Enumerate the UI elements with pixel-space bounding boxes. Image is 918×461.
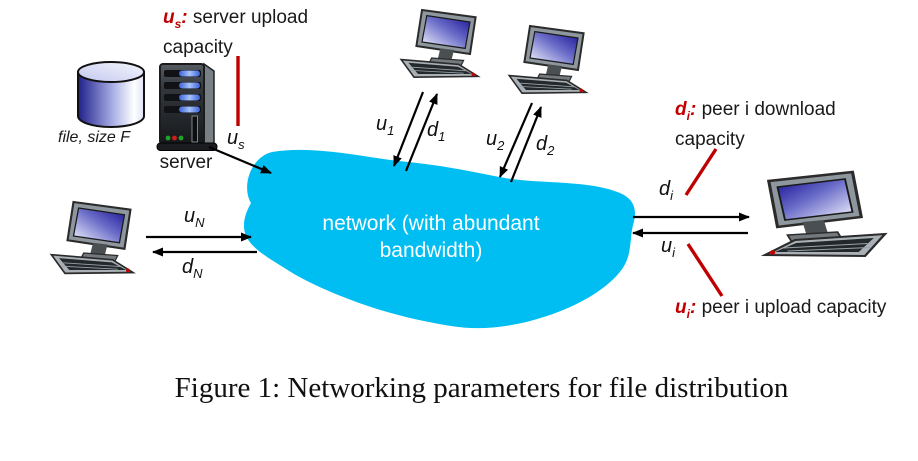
- us-term-base: u: [163, 7, 175, 28]
- di-term-base: d: [675, 99, 687, 120]
- server-label: server: [159, 152, 213, 173]
- ui-term-sub: i: [686, 306, 690, 321]
- ui-base: u: [661, 235, 673, 257]
- u1-base: u: [376, 113, 388, 135]
- file-label: file, size F: [58, 129, 131, 146]
- d2-sub: 2: [547, 143, 555, 158]
- us-term-colon: :: [181, 7, 188, 28]
- d1-base: d: [427, 119, 439, 141]
- peer-download-note: di: peer i download capacity: [675, 98, 865, 152]
- d1-sub: 1: [438, 129, 446, 144]
- red-callout-lines: [236, 56, 724, 297]
- peer2-desktop-computer-icon: [508, 24, 588, 95]
- us-term: us:: [163, 7, 188, 31]
- di-pointer-line: [684, 148, 718, 196]
- u2-sub: 2: [497, 138, 505, 153]
- database-cylinder-icon: [77, 61, 145, 128]
- edge-label-di: di: [659, 179, 673, 206]
- arrow-d2: [509, 106, 543, 183]
- server-drive-bays: [164, 70, 201, 113]
- ui-pointer-line: [686, 243, 724, 297]
- di-term-colon: :: [689, 99, 697, 120]
- us-term-sub: s: [174, 16, 182, 31]
- peerN-desktop-computer-icon: [50, 200, 135, 275]
- server-tower-icon: [156, 62, 218, 151]
- network-label: network (with abundant bandwidth): [322, 212, 540, 262]
- u2-base: u: [486, 128, 498, 150]
- us-base: u: [227, 127, 239, 149]
- edge-label-u2: u2: [486, 129, 504, 156]
- peer-upload-note: ui: peer i upload capacity: [675, 296, 918, 326]
- edge-label-u1: u1: [376, 114, 394, 141]
- ui-term-colon: :: [689, 297, 697, 318]
- di-sub: i: [670, 188, 674, 203]
- uN-base: u: [184, 205, 196, 227]
- dN-base: d: [182, 256, 194, 278]
- ui-note-text: peer i upload capacity: [701, 297, 887, 318]
- us-sub: s: [238, 137, 245, 152]
- peerI-desktop-computer-icon: [763, 170, 887, 258]
- arrow-u2: [498, 102, 534, 178]
- edge-label-us: us: [227, 128, 245, 155]
- us-note-text: server upload capacity: [163, 7, 309, 58]
- capacity-arrows: [146, 91, 750, 257]
- uN-sub: N: [195, 215, 205, 230]
- arrow-us: [208, 145, 272, 175]
- dN-sub: N: [193, 266, 203, 281]
- figure-caption: Figure 1: Networking parameters for file…: [174, 372, 789, 404]
- edge-label-d1: d1: [427, 120, 445, 147]
- arrow-d1: [404, 93, 439, 172]
- ui-term-base: u: [675, 297, 687, 318]
- di-term-sub: i: [686, 108, 690, 123]
- server-upload-note: us: server upload capacity: [163, 6, 338, 60]
- di-term: di:: [675, 99, 697, 123]
- ui-term: ui:: [675, 297, 697, 321]
- server-led-lights: [165, 135, 184, 141]
- ui-sub: i: [672, 245, 676, 260]
- u1-sub: 1: [387, 123, 395, 138]
- server-slot: [191, 115, 198, 143]
- edge-label-d2: d2: [536, 134, 554, 161]
- di-note-text: peer i download capacity: [675, 99, 836, 150]
- network-cloud-shape: [243, 149, 635, 329]
- d2-base: d: [536, 133, 548, 155]
- di-base: d: [659, 178, 671, 200]
- edge-label-uN: uN: [184, 206, 205, 233]
- peer1-desktop-computer-icon: [400, 8, 480, 79]
- edge-label-ui: ui: [661, 236, 675, 263]
- edge-label-dN: dN: [182, 257, 203, 284]
- arrow-u1: [392, 91, 425, 167]
